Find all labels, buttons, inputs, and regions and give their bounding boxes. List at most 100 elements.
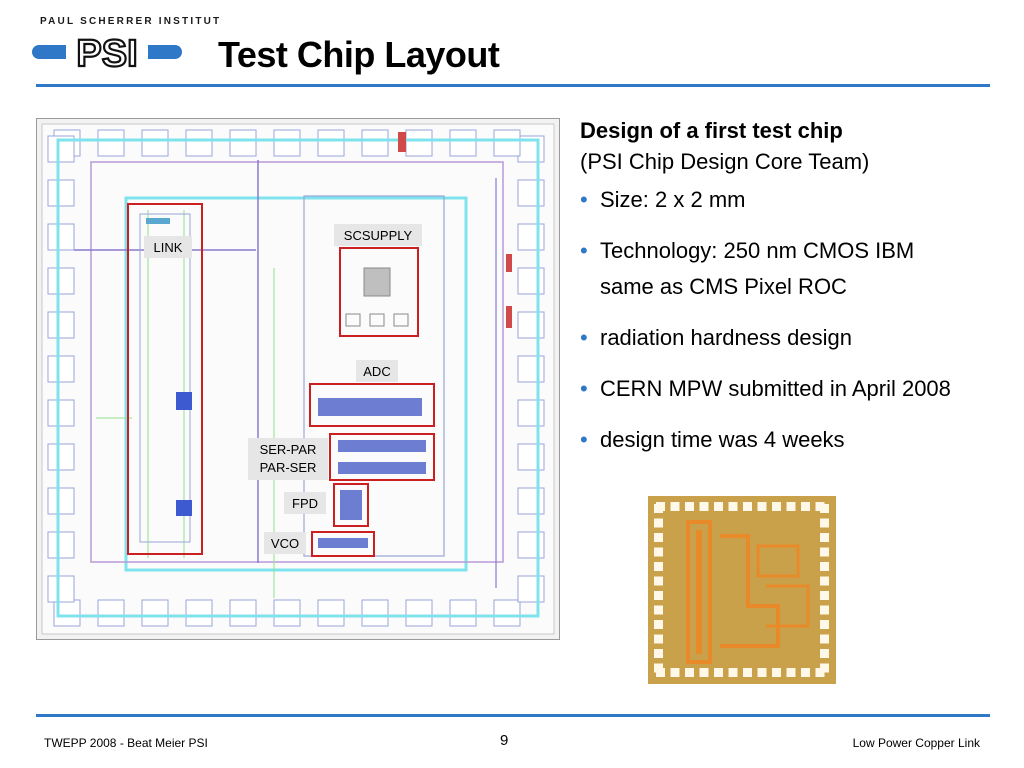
bond-pad	[185, 599, 213, 627]
bond-pad	[517, 267, 545, 295]
photo-pad	[820, 518, 829, 528]
photo-pad	[685, 502, 694, 511]
bond-pad	[361, 129, 389, 157]
bond-pad	[47, 399, 75, 427]
bullet-list: • Size: 2 x 2 mm • Technology: 250 nm CMOS…	[580, 182, 1000, 458]
photo-pad	[728, 668, 738, 677]
photo-pad	[654, 547, 663, 557]
bond-pad	[493, 599, 521, 627]
photo-pad	[654, 634, 663, 644]
bond-pad	[517, 179, 545, 207]
bullet-text-line2: same as CMS Pixel ROC	[600, 274, 847, 299]
bond-pad	[47, 179, 75, 207]
bond-pad	[47, 443, 75, 471]
photo-pad	[714, 502, 723, 511]
label-par-ser: PAR-SER	[260, 460, 317, 475]
photo-pad	[820, 562, 829, 571]
photo-pad	[820, 605, 829, 615]
page-number: 9	[500, 732, 509, 749]
bond-pad	[517, 223, 545, 251]
bond-pad	[47, 487, 75, 515]
chip-photo	[648, 496, 836, 684]
label-scsupply: SCSUPPLY	[344, 228, 413, 243]
photo-pad	[654, 591, 663, 600]
content-heading: Design of a first test chip	[580, 118, 843, 143]
photo-pad	[654, 649, 663, 658]
bond-pad	[97, 599, 125, 627]
photo-pad	[743, 668, 752, 677]
bond-pad	[449, 599, 477, 627]
bullet-icon: •	[580, 376, 588, 401]
content-subheading: (PSI Chip Design Core Team)	[580, 149, 870, 174]
bond-pad	[517, 487, 545, 515]
bond-pad	[97, 129, 125, 157]
bond-pads	[47, 129, 545, 627]
bond-pad	[47, 311, 75, 339]
bond-pad	[273, 129, 301, 157]
bond-pad	[141, 129, 169, 157]
photo-pad	[820, 591, 829, 600]
photo-pad	[714, 668, 723, 677]
footer-divider	[36, 714, 990, 717]
photo-pad	[820, 634, 829, 644]
photo-pad	[654, 562, 663, 571]
bond-pad	[47, 531, 75, 559]
bullet-icon: •	[580, 187, 588, 212]
photo-pad	[654, 518, 663, 528]
bond-pad	[317, 599, 345, 627]
photo-pad	[670, 668, 680, 677]
photo-pad	[699, 502, 709, 511]
photo-pad	[820, 620, 829, 629]
bullet-text: design time was 4 weeks	[600, 427, 845, 452]
bond-pad	[47, 267, 75, 295]
bond-pad	[517, 531, 545, 559]
photo-pad	[772, 502, 781, 511]
bullet-icon: •	[580, 325, 588, 350]
bullet-item: •radiation hardness design	[580, 320, 1000, 356]
bullet-item: • Technology: 250 nm CMOS IBM same as CMS …	[580, 233, 1000, 305]
label-fpd: FPD	[292, 496, 318, 511]
bond-pad	[47, 223, 75, 251]
photo-pad	[801, 668, 810, 677]
bond-pad	[229, 599, 257, 627]
photo-pad	[699, 668, 709, 677]
bullet-text: Size: 2 x 2 mm	[600, 187, 746, 212]
photo-pad	[728, 502, 738, 511]
logo-psi-text: PSI	[76, 33, 137, 72]
label-link: LINK	[154, 240, 183, 255]
institute-name: PAUL SCHERRER INSTITUT	[40, 16, 222, 27]
photo-pad	[670, 502, 680, 511]
chip-layout-diagram: LINK SCSUPPLY ADC SER-PAR PAR-SER FPD VC…	[36, 118, 560, 640]
bond-pad	[517, 443, 545, 471]
header-divider	[36, 84, 990, 87]
bond-pad	[405, 129, 433, 157]
label-vco: VCO	[271, 536, 299, 551]
bond-pad	[185, 129, 213, 157]
photo-pad	[801, 502, 810, 511]
photo-pad	[820, 649, 829, 658]
bond-pad	[229, 129, 257, 157]
bond-pad	[449, 129, 477, 157]
photo-pad	[786, 668, 796, 677]
content-panel: Design of a first test chip (PSI Chip De…	[580, 116, 1000, 473]
photo-pad	[815, 502, 825, 511]
bullet-icon: •	[580, 427, 588, 452]
bullet-item: • CERN MPW submitted in April 2008	[580, 371, 1000, 407]
bond-pad	[517, 355, 545, 383]
bullet-text: CERN MPW submitted in April 2008	[600, 376, 951, 401]
bullet-text: Technology: 250 nm CMOS IBM	[600, 238, 915, 263]
bond-pad	[517, 399, 545, 427]
bond-pad	[361, 599, 389, 627]
photo-pad	[757, 502, 767, 511]
bullet-item: • Size: 2 x 2 mm	[580, 182, 1000, 218]
bond-pad	[517, 311, 545, 339]
page-title: Test Chip Layout	[218, 34, 500, 75]
photo-pad	[786, 502, 796, 511]
photo-pad	[820, 663, 829, 673]
photo-pad	[654, 504, 663, 513]
bond-pad	[273, 599, 301, 627]
photo-pad	[685, 668, 694, 677]
bond-pad	[141, 599, 169, 627]
bullet-icon: •	[580, 238, 588, 263]
photo-pad	[772, 668, 781, 677]
